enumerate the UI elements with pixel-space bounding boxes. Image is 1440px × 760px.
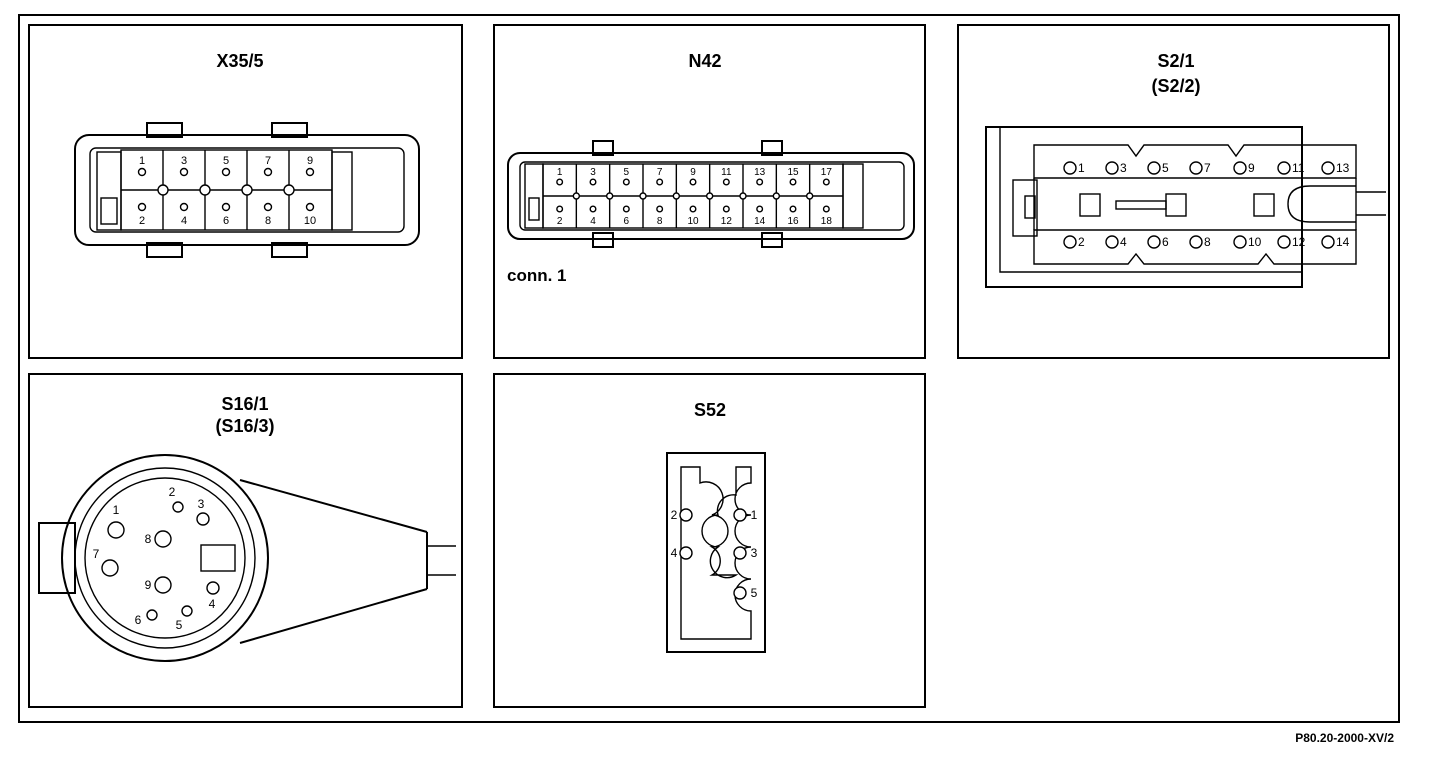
pin-label: 11 bbox=[721, 167, 732, 178]
pin-label: 2 bbox=[557, 216, 563, 227]
pin-label: 6 bbox=[223, 215, 229, 227]
pin-label: 3 bbox=[590, 167, 596, 178]
pin-label: 4 bbox=[181, 215, 187, 227]
conn-label: conn. 1 bbox=[507, 266, 567, 285]
pin-label: 2 bbox=[139, 215, 145, 227]
pin-label: 7 bbox=[265, 155, 271, 167]
connector-s52 bbox=[666, 452, 766, 653]
pin-label: 9 bbox=[690, 167, 696, 178]
svg-text:7: 7 bbox=[93, 547, 100, 561]
pin-label: 7 bbox=[1204, 161, 1211, 175]
s52-pin-labels: 2 4 1 3 5 bbox=[671, 508, 758, 600]
panel-title-x35-5: X35/5 bbox=[216, 51, 263, 71]
pin-label: 12 bbox=[721, 216, 733, 227]
pin-label: 13 bbox=[1336, 161, 1350, 175]
pin-label: 15 bbox=[787, 167, 799, 178]
n42-bottom-pins: 2 4 6 8 10 12 14 16 18 bbox=[556, 205, 833, 227]
pin-label: 8 bbox=[265, 215, 271, 227]
panel-title-s52: S52 bbox=[694, 400, 726, 420]
pin-label: 14 bbox=[1336, 235, 1350, 249]
panel-x35-5: X35/5 1 3 5 7 9 2 4 6 8 10 bbox=[28, 24, 463, 359]
pin-label: 4 bbox=[590, 216, 596, 227]
svg-text:2: 2 bbox=[169, 485, 176, 499]
pin-label: 9 bbox=[307, 155, 313, 167]
pin-label: 5 bbox=[1162, 161, 1169, 175]
pin-label: 5 bbox=[223, 155, 229, 167]
pin-label: 18 bbox=[821, 216, 833, 227]
pin-label: 3 bbox=[181, 155, 187, 167]
pin-label: 8 bbox=[657, 216, 663, 227]
connector-s2-1 bbox=[985, 126, 1386, 288]
panel-subtitle-s2-1: (S2/2) bbox=[1151, 76, 1200, 96]
pin-label: 13 bbox=[754, 167, 766, 178]
svg-text:5: 5 bbox=[751, 586, 758, 600]
s16-1-pin-labels: 1 2 3 4 5 6 7 8 9 bbox=[93, 485, 216, 632]
panel-s16-1: S16/1 (S16/3) 1 2 3 4 bbox=[28, 373, 463, 708]
svg-text:5: 5 bbox=[176, 618, 183, 632]
x35-5-bottom-pins: 2 4 6 8 10 bbox=[137, 202, 316, 227]
pin-label: 4 bbox=[1120, 235, 1127, 249]
pin-label: 1 bbox=[139, 155, 145, 167]
pin-label: 1 bbox=[557, 167, 563, 178]
svg-text:3: 3 bbox=[751, 546, 758, 560]
panel-title-s16-1: S16/1 bbox=[221, 394, 268, 414]
svg-text:1: 1 bbox=[113, 503, 120, 517]
pin-label: 10 bbox=[687, 216, 699, 227]
pin-label: 6 bbox=[1162, 235, 1169, 249]
panel-title-n42: N42 bbox=[688, 51, 721, 71]
pin-label: 1 bbox=[1078, 161, 1085, 175]
figure-reference: P80.20-2000-XV/2 bbox=[1295, 731, 1394, 745]
outer-frame bbox=[18, 14, 1400, 723]
svg-text:2: 2 bbox=[671, 508, 678, 522]
pin-label: 16 bbox=[787, 216, 799, 227]
svg-text:1: 1 bbox=[751, 508, 758, 522]
pin-label: 6 bbox=[624, 216, 630, 227]
svg-text:4: 4 bbox=[209, 597, 216, 611]
pin-label: 10 bbox=[1248, 235, 1262, 249]
pin-label: 7 bbox=[657, 167, 663, 178]
pin-label: 8 bbox=[1204, 235, 1211, 249]
svg-text:3: 3 bbox=[198, 497, 205, 511]
svg-text:8: 8 bbox=[145, 532, 152, 546]
pin-label: 3 bbox=[1120, 161, 1127, 175]
svg-text:6: 6 bbox=[135, 613, 142, 627]
pin-label: 12 bbox=[1292, 235, 1306, 249]
pin-label: 10 bbox=[304, 215, 316, 227]
connector-x35-5 bbox=[74, 122, 420, 258]
pin-label: 2 bbox=[1078, 235, 1085, 249]
pin-label: 5 bbox=[624, 167, 630, 178]
s2-1-bottom-pins: 2 4 6 8 10 12 14 bbox=[1063, 235, 1350, 249]
svg-text:9: 9 bbox=[145, 578, 152, 592]
svg-text:4: 4 bbox=[671, 546, 678, 560]
pin-label: 17 bbox=[821, 167, 833, 178]
connector-s16-1 bbox=[38, 454, 456, 662]
panel-title-s2-1: S2/1 bbox=[1157, 51, 1194, 71]
panel-s52: S52 2 4 1 3 5 bbox=[493, 373, 926, 708]
x35-5-top-pins: 1 3 5 7 9 bbox=[137, 155, 315, 177]
n42-cell-grid bbox=[572, 164, 814, 228]
connector-n42 bbox=[507, 140, 915, 248]
pin-label: 11 bbox=[1292, 161, 1305, 175]
panel-subtitle-s16-1: (S16/3) bbox=[215, 416, 274, 436]
pin-label: 9 bbox=[1248, 161, 1255, 175]
pin-label: 14 bbox=[754, 216, 766, 227]
